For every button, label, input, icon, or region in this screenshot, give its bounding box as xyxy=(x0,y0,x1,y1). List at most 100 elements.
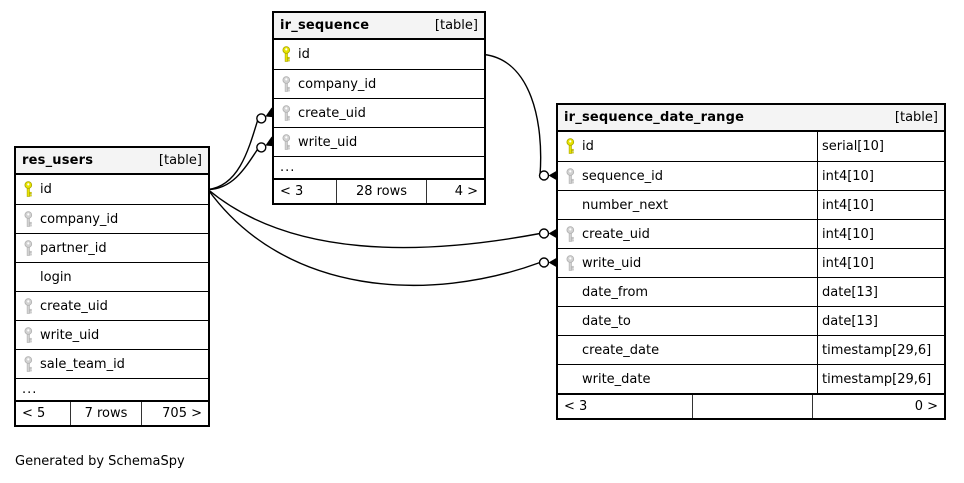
column-name: company_id xyxy=(298,76,377,92)
column-row: partner_id xyxy=(16,233,208,262)
column-row: sale_team_id xyxy=(16,349,208,378)
truncated-columns-indicator: ... xyxy=(16,378,208,400)
column-row: write_uid int4[10] xyxy=(558,248,944,277)
column-type: timestamp[29,6] xyxy=(817,336,944,364)
column-row: write_uid xyxy=(274,127,484,156)
footer-prev-count: < 5 xyxy=(22,406,46,421)
column-name: number_next xyxy=(582,197,669,213)
footer-next-count: 705 > xyxy=(141,402,208,425)
table-card: res_users [table] id company_id partner_… xyxy=(14,146,210,427)
table-name[interactable]: ir_sequence_date_range xyxy=(564,110,745,125)
column-row: id xyxy=(274,40,484,69)
edge-circle-icon xyxy=(256,113,267,124)
column-type: int4[10] xyxy=(817,191,944,219)
column-name: partner_id xyxy=(40,240,107,256)
foreign-key-icon xyxy=(16,239,40,257)
foreign-key-icon xyxy=(16,326,40,344)
footer-row-count xyxy=(692,395,812,418)
foreign-key-icon xyxy=(274,133,298,151)
column-name: write_date xyxy=(582,371,651,387)
column-row: create_uid int4[10] xyxy=(558,219,944,248)
primary-key-icon xyxy=(274,46,298,63)
column-name: write_uid xyxy=(582,255,642,271)
column-name: date_to xyxy=(582,313,631,329)
column-name: company_id xyxy=(40,211,119,227)
column-type: timestamp[29,6] xyxy=(817,365,944,393)
column-row: write_uid xyxy=(16,320,208,349)
foreign-key-icon xyxy=(558,167,582,185)
column-name: sale_team_id xyxy=(40,356,125,372)
column-type: int4[10] xyxy=(817,220,944,248)
column-name: id xyxy=(40,182,52,197)
column-row: company_id xyxy=(16,204,208,233)
relationship-edge xyxy=(207,148,259,191)
column-name: write_uid xyxy=(298,134,358,150)
foreign-key-icon xyxy=(274,75,298,93)
generator-note: Generated by SchemaSpy xyxy=(15,454,185,469)
table-card: ir_sequence_date_range [table] id serial[… xyxy=(556,103,946,420)
column-row: id serial[10] xyxy=(558,132,944,161)
foreign-key-icon xyxy=(16,210,40,228)
table-footer: < 3 28 rows 4 > xyxy=(274,178,484,203)
column-type: int4[10] xyxy=(817,162,944,190)
footer-next-count: 0 > xyxy=(812,395,944,418)
column-row: create_date timestamp[29,6] xyxy=(558,335,944,364)
table-name[interactable]: ir_sequence xyxy=(280,18,370,33)
primary-key-icon xyxy=(16,181,40,198)
footer-prev-count: < 3 xyxy=(280,184,304,199)
table-rows: id company_id create_uid write_uid... xyxy=(274,40,484,178)
column-row: create_uid xyxy=(274,98,484,127)
column-type: serial[10] xyxy=(817,132,944,161)
column-row: create_uid xyxy=(16,291,208,320)
table-header: ir_sequence [table] xyxy=(274,13,484,40)
column-name: date_from xyxy=(582,284,649,300)
column-type: date[13] xyxy=(817,278,944,306)
table-header: ir_sequence_date_range [table] xyxy=(558,105,944,132)
column-row: date_from date[13] xyxy=(558,277,944,306)
column-name: write_uid xyxy=(40,327,100,343)
table-footer: < 3 0 > xyxy=(558,393,944,418)
table-badge: [table] xyxy=(894,110,938,125)
column-row: date_to date[13] xyxy=(558,306,944,335)
table-badge: [table] xyxy=(434,18,478,33)
column-name: create_date xyxy=(582,342,660,358)
primary-key-icon xyxy=(558,138,582,155)
column-row: sequence_id int4[10] xyxy=(558,161,944,190)
column-row: company_id xyxy=(274,69,484,98)
footer-prev-count: < 3 xyxy=(564,399,588,414)
relationship-edge xyxy=(483,53,542,176)
foreign-key-icon xyxy=(558,254,582,272)
column-name: create_uid xyxy=(298,105,366,121)
table-name[interactable]: res_users xyxy=(22,153,94,168)
column-row: write_date timestamp[29,6] xyxy=(558,364,944,393)
column-row: login xyxy=(16,262,208,291)
edge-circle-icon xyxy=(538,257,550,268)
truncated-columns-indicator: ... xyxy=(274,156,484,178)
table-header: res_users [table] xyxy=(16,148,208,175)
column-name: create_uid xyxy=(582,226,650,242)
edge-circle-icon xyxy=(256,142,267,153)
column-name: sequence_id xyxy=(582,168,664,184)
column-type: int4[10] xyxy=(817,249,944,277)
column-name: id xyxy=(582,139,594,154)
relationship-edge xyxy=(207,119,259,191)
foreign-key-icon xyxy=(558,225,582,243)
table-footer: < 5 7 rows 705 > xyxy=(16,400,208,425)
footer-next-count: 4 > xyxy=(426,180,484,203)
column-name: login xyxy=(40,269,72,285)
foreign-key-icon xyxy=(274,104,298,122)
edge-circle-icon xyxy=(538,170,550,181)
foreign-key-icon xyxy=(16,297,40,315)
edge-circle-icon xyxy=(538,228,550,239)
foreign-key-icon xyxy=(16,355,40,373)
column-type: date[13] xyxy=(817,307,944,335)
table-badge: [table] xyxy=(158,153,202,168)
footer-row-count: 28 rows xyxy=(336,180,426,203)
column-row: number_next int4[10] xyxy=(558,190,944,219)
footer-row-count: 7 rows xyxy=(70,402,141,425)
column-name: create_uid xyxy=(40,298,108,314)
column-name: id xyxy=(298,47,310,62)
